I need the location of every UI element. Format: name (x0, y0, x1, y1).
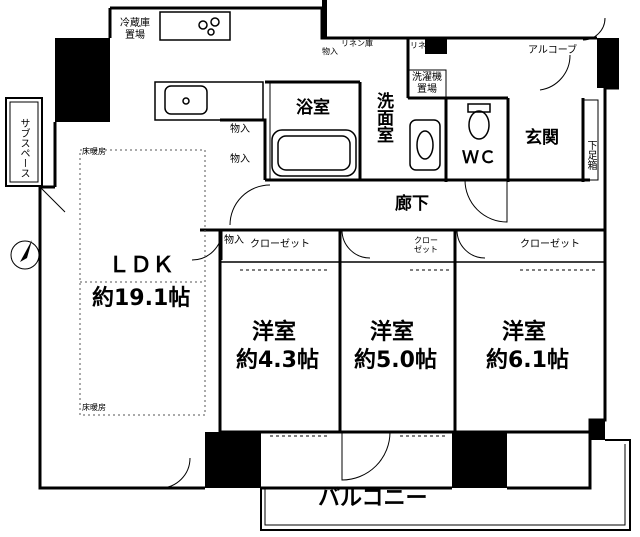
corridor-label: 廊下 (395, 194, 429, 214)
bath-label: 浴室 (296, 98, 330, 118)
room-2-name: 洋室 (370, 320, 415, 345)
entrance-label: 玄関 (525, 128, 559, 148)
compass-icon (10, 240, 40, 270)
toilet (467, 103, 491, 140)
structural-columns (55, 0, 619, 488)
closet-doors (240, 269, 598, 437)
mb-label: ＭＢ (602, 50, 613, 70)
room-3-size: 約6.1帖 (486, 348, 569, 373)
closet-label-2: クロー ゼット (414, 236, 438, 255)
ldk-size: 約19.1帖 (92, 286, 191, 311)
wc-label: ＷＣ (462, 148, 496, 168)
outer-walls (38, 6, 619, 490)
kitchen (154, 11, 264, 121)
washroom-label: 洗面室 (373, 92, 393, 143)
balcony-label: バルコニー (318, 486, 428, 511)
balcony-outline (260, 439, 631, 531)
sub-space-outline (5, 97, 43, 187)
storage-label-4: 物入 (224, 235, 244, 246)
ldk-name: ＬＤＫ (108, 253, 175, 278)
storage-label-3: 物入 (230, 154, 250, 165)
wash-basin (409, 119, 441, 171)
alcove-label: アルコーブ (528, 45, 578, 56)
room-2-size: 約5.0帖 (354, 348, 437, 373)
bathtub (271, 129, 357, 177)
fridge-label: 冷蔵庫 置場 (120, 18, 150, 41)
closet-label-1: クローゼット (250, 239, 310, 250)
door-swings (39, 17, 606, 489)
storage-label-2: 物入 (230, 124, 250, 135)
floor-heating-label-top: 床暖房 (82, 147, 106, 156)
floor-heating-label-bottom: 床暖房 (82, 403, 106, 412)
washer-label: 洗濯機 置場 (412, 72, 442, 95)
shoe-box (582, 99, 599, 181)
closet-label-3: クローゼット (520, 239, 580, 250)
linen-closet-small-label: リネン庫 (410, 41, 442, 50)
floor-heating-area (79, 149, 206, 416)
washer-area (407, 69, 447, 99)
room-1-name: 洋室 (252, 320, 297, 345)
shoe-box-label: 下足箱 (585, 140, 596, 170)
sub-space-label: サブスペース (18, 118, 29, 178)
room-1-size: 約4.3帖 (236, 348, 319, 373)
storage-label-1: 物入 (322, 47, 338, 56)
room-3-name: 洋室 (502, 320, 547, 345)
linen-closet-label: リネン庫 (341, 39, 373, 48)
